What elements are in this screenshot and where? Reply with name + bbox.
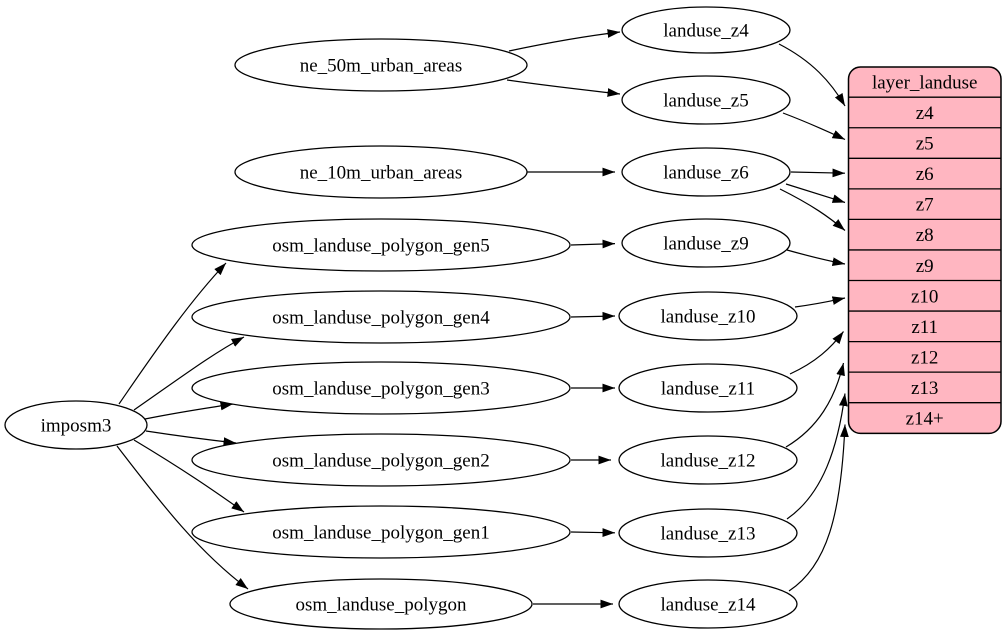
edge-landuse_z5-to-row-z5 bbox=[782, 112, 846, 141]
landuse-z11-label: landuse_z11 bbox=[661, 379, 755, 400]
osm-landuse-polygon-label: osm_landuse_polygon bbox=[296, 595, 467, 616]
edge-landuse_z6-to-row-z8 bbox=[779, 188, 846, 231]
edge-imposm3-to-osm_landuse_polygon_gen1 bbox=[133, 439, 245, 513]
osm-landuse-polygon-gen2-ellipse bbox=[191, 433, 571, 487]
landuse-z6-ellipse bbox=[621, 147, 791, 197]
edge-landuse_z6-to-row-z6 bbox=[790, 168, 846, 178]
imposm3-label: imposm3 bbox=[41, 416, 112, 437]
landuse-z4-ellipse bbox=[621, 6, 791, 54]
node-osm-landuse-polygon-gen1: osm_landuse_polygon_gen1 bbox=[191, 505, 571, 559]
landuse-z14-label: landuse_z14 bbox=[661, 595, 756, 616]
ne-10m-urban-areas-ellipse bbox=[234, 145, 528, 199]
landuse-z5-ellipse bbox=[621, 75, 791, 125]
landuse-z10-ellipse bbox=[618, 291, 798, 341]
node-osm-landuse-polygon-gen4: osm_landuse_polygon_gen4 bbox=[191, 290, 571, 344]
table-row-z6: z6 bbox=[916, 164, 934, 185]
table-row-z10: z10 bbox=[911, 286, 938, 307]
table-row-z9: z9 bbox=[916, 256, 934, 277]
ne-50m-urban-areas-ellipse bbox=[234, 38, 528, 92]
edge-landuse_z4-to-row-z4 bbox=[778, 43, 846, 107]
edge-imposm3-to-osm_landuse_polygon_gen4 bbox=[133, 336, 245, 411]
osm-landuse-polygon-gen4-label: osm_landuse_polygon_gen4 bbox=[272, 308, 490, 329]
edge-landuse_z10-to-row-z10 bbox=[794, 296, 846, 308]
node-landuse-z14: landuse_z14 bbox=[618, 579, 798, 629]
edge-imposm3-to-osm_landuse_polygon_gen5 bbox=[118, 262, 227, 405]
edge-group bbox=[116, 29, 849, 609]
edge-osm_landuse_polygon_gen1-to-landuse_z13 bbox=[570, 528, 616, 537]
ne-50m-urban-areas-label: ne_50m_urban_areas bbox=[300, 56, 463, 77]
node-landuse-z13: landuse_z13 bbox=[618, 508, 798, 558]
landuse-z5-label: landuse_z5 bbox=[663, 91, 748, 112]
edge-landuse_z12-to-row-z12 bbox=[785, 362, 845, 448]
node-ne-10m-urban-areas: ne_10m_urban_areas bbox=[234, 145, 528, 199]
osm-landuse-polygon-gen1-ellipse bbox=[191, 505, 571, 559]
edge-landuse_z9-to-row-z9 bbox=[786, 249, 846, 267]
table-row-z12: z12 bbox=[911, 347, 938, 368]
landuse-z12-ellipse bbox=[618, 435, 798, 485]
node-landuse-z12: landuse_z12 bbox=[618, 435, 798, 485]
osm-landuse-polygon-gen3-ellipse bbox=[191, 361, 571, 415]
table-row-z13: z13 bbox=[911, 378, 938, 399]
edge-landuse_z6-to-row-z7 bbox=[785, 183, 846, 204]
edge-imposm3-to-osm_landuse_polygon_gen3 bbox=[144, 401, 234, 420]
table-row-z7: z7 bbox=[916, 195, 934, 216]
node-landuse-z4: landuse_z4 bbox=[621, 6, 791, 54]
osm-landuse-polygon-gen5-ellipse bbox=[191, 218, 571, 272]
edge-ne_50m_urban_areas-to-landuse_z5 bbox=[506, 79, 621, 97]
osm-landuse-polygon-ellipse bbox=[229, 578, 533, 630]
table-layer-landuse: layer_landuse z4 z5 z6 z7 z8 z9 z10 z11 … bbox=[847, 66, 1002, 435]
table-row-z8: z8 bbox=[916, 225, 934, 246]
edge-osm_landuse_polygon_gen4-to-landuse_z10 bbox=[570, 311, 616, 321]
landuse-z14-ellipse bbox=[618, 579, 798, 629]
edge-imposm3-to-osm_landuse_polygon_gen2 bbox=[145, 430, 237, 446]
edge-ne_50m_urban_areas-to-landuse_z4 bbox=[508, 29, 621, 52]
landuse-z9-ellipse bbox=[621, 218, 791, 268]
imposm3-ellipse bbox=[4, 400, 148, 450]
table-row-z14plus: z14+ bbox=[906, 409, 944, 430]
landuse-z13-label: landuse_z13 bbox=[661, 524, 756, 545]
node-landuse-z9: landuse_z9 bbox=[621, 218, 791, 268]
osm-landuse-polygon-gen1-label: osm_landuse_polygon_gen1 bbox=[272, 523, 489, 544]
osm-landuse-polygon-gen3-label: osm_landuse_polygon_gen3 bbox=[272, 379, 489, 400]
node-osm-landuse-polygon: osm_landuse_polygon bbox=[229, 578, 533, 630]
edge-landuse_z14-to-row-z14plus bbox=[788, 424, 849, 592]
edge-landuse_z13-to-row-z13 bbox=[786, 393, 848, 520]
landuse-z13-ellipse bbox=[618, 508, 798, 558]
node-osm-landuse-polygon-gen5: osm_landuse_polygon_gen5 bbox=[191, 218, 571, 272]
node-landuse-z10: landuse_z10 bbox=[618, 291, 798, 341]
landuse-z4-label: landuse_z4 bbox=[663, 21, 749, 42]
landuse-z9-label: landuse_z9 bbox=[663, 234, 748, 255]
node-landuse-z5: landuse_z5 bbox=[621, 75, 791, 125]
table-row-z4: z4 bbox=[916, 103, 934, 124]
node-landuse-z6: landuse_z6 bbox=[621, 147, 791, 197]
node-ne-50m-urban-areas: ne_50m_urban_areas bbox=[234, 38, 528, 92]
node-osm-landuse-polygon-gen3: osm_landuse_polygon_gen3 bbox=[191, 361, 571, 415]
landuse-z10-label: landuse_z10 bbox=[661, 307, 756, 328]
ne-10m-urban-areas-label: ne_10m_urban_areas bbox=[300, 163, 463, 184]
landuse-z6-label: landuse_z6 bbox=[663, 163, 748, 184]
node-landuse-z11: landuse_z11 bbox=[618, 363, 798, 413]
node-imposm3: imposm3 bbox=[4, 400, 148, 450]
table-row-z11: z11 bbox=[911, 317, 938, 338]
osm-landuse-polygon-gen5-label: osm_landuse_polygon_gen5 bbox=[272, 236, 489, 257]
table-row-z5: z5 bbox=[916, 134, 934, 155]
landuse-z12-label: landuse_z12 bbox=[661, 451, 756, 472]
table-title: layer_landuse bbox=[872, 73, 978, 94]
edge-landuse_z11-to-row-z11 bbox=[789, 331, 844, 375]
node-osm-landuse-polygon-gen2: osm_landuse_polygon_gen2 bbox=[191, 433, 571, 487]
osm-landuse-polygon-gen4-ellipse bbox=[191, 290, 571, 344]
edge-osm_landuse_polygon_gen5-to-landuse_z9 bbox=[570, 239, 616, 249]
osm-landuse-polygon-gen2-label: osm_landuse_polygon_gen2 bbox=[272, 451, 489, 472]
landuse-z11-ellipse bbox=[618, 363, 798, 413]
edge-imposm3-to-osm_landuse_polygon bbox=[116, 445, 249, 590]
